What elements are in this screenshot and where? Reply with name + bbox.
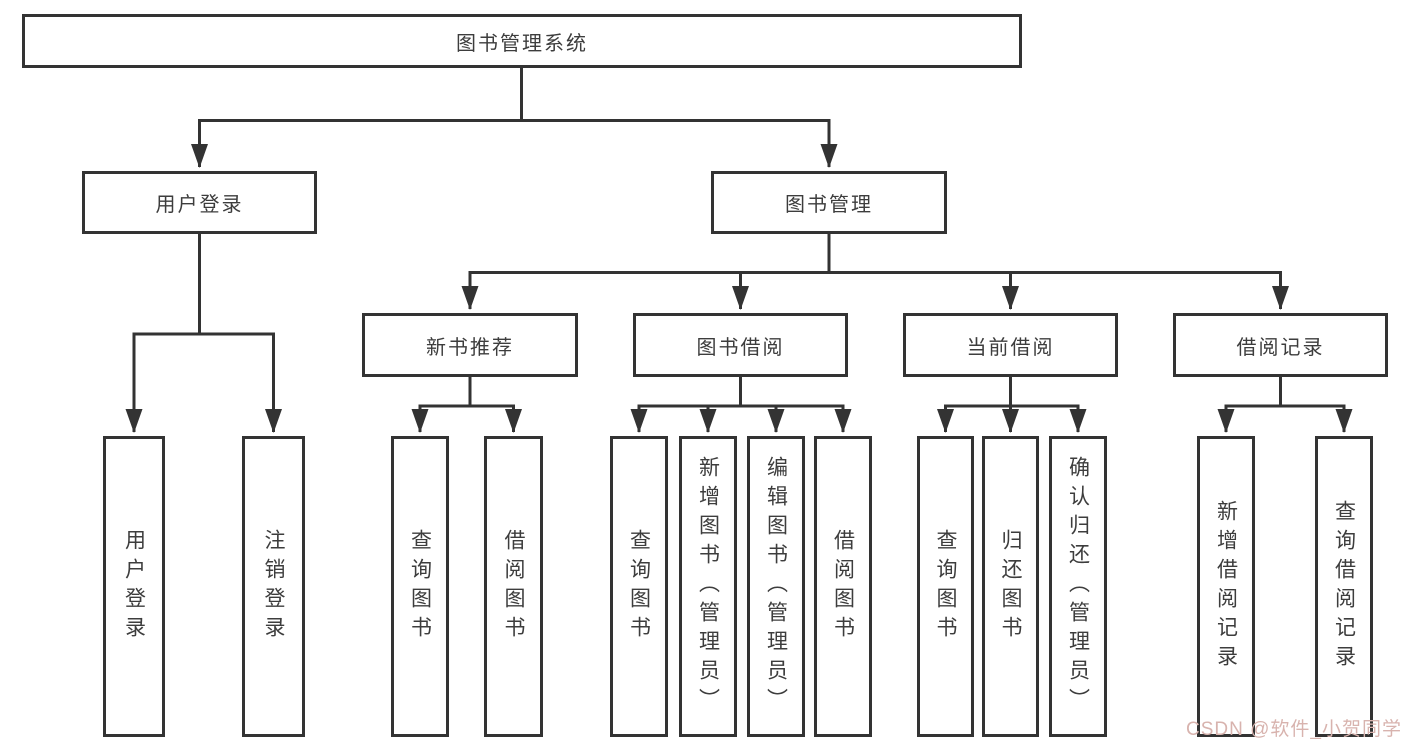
node-label: 注销登录 [262, 528, 285, 645]
leaf-return-books: 归还图书 [982, 436, 1039, 737]
node-label: 用户登录 [155, 194, 244, 216]
node-label: 新增图书（管理员） [696, 456, 720, 717]
leaf-query-books-borrow: 查询图书 [610, 436, 668, 737]
leaf-query-borrow-record: 查询借阅记录 [1315, 436, 1373, 737]
node-label: 借阅记录 [1236, 336, 1325, 359]
leaf-logout: 注销登录 [242, 436, 305, 737]
node-label: 图书管理 [785, 194, 873, 216]
node-label: 借阅图书 [831, 528, 855, 645]
leaf-add-borrow-record: 新增借阅记录 [1197, 436, 1255, 737]
node-book-borrow: 图书借阅 [633, 313, 848, 377]
leaf-borrow-books-recommend: 借阅图书 [484, 436, 543, 737]
node-label: 新书推荐 [426, 336, 514, 359]
node-label: 归还图书 [999, 528, 1022, 645]
csdn-watermark: CSDN @软件_小贺同学 [1186, 719, 1402, 740]
leaf-query-books-recommend: 查询图书 [391, 436, 449, 737]
node-borrow-records: 借阅记录 [1173, 313, 1388, 377]
node-user-login-branch: 用户登录 [82, 171, 317, 234]
node-new-book-recommend: 新书推荐 [362, 313, 578, 377]
node-label: 查询图书 [627, 528, 651, 645]
leaf-add-books-admin: 新增图书（管理员） [679, 436, 737, 737]
node-label: 当前借阅 [966, 336, 1055, 359]
leaf-confirm-return-admin: 确认归还（管理员） [1049, 436, 1107, 737]
node-root-system: 图书管理系统 [22, 14, 1022, 68]
leaf-user-login: 用户登录 [103, 436, 165, 737]
node-label: 查询图书 [934, 528, 957, 645]
node-label: 用户登录 [122, 528, 146, 645]
node-current-borrow: 当前借阅 [903, 313, 1118, 377]
leaf-borrow-books: 借阅图书 [814, 436, 872, 737]
node-label: 查询借阅记录 [1332, 499, 1356, 674]
leaf-edit-books-admin: 编辑图书（管理员） [747, 436, 805, 737]
node-label: 编辑图书（管理员） [764, 456, 788, 717]
node-book-management-branch: 图书管理 [711, 171, 947, 234]
node-label: 借阅图书 [502, 528, 525, 645]
node-label: 图书管理系统 [456, 32, 588, 55]
node-label: 确认归还（管理员） [1066, 456, 1090, 717]
node-label: 图书借阅 [696, 336, 785, 359]
node-label: 新增借阅记录 [1214, 499, 1238, 674]
node-label: 查询图书 [408, 528, 432, 645]
leaf-query-books-current: 查询图书 [917, 436, 974, 737]
